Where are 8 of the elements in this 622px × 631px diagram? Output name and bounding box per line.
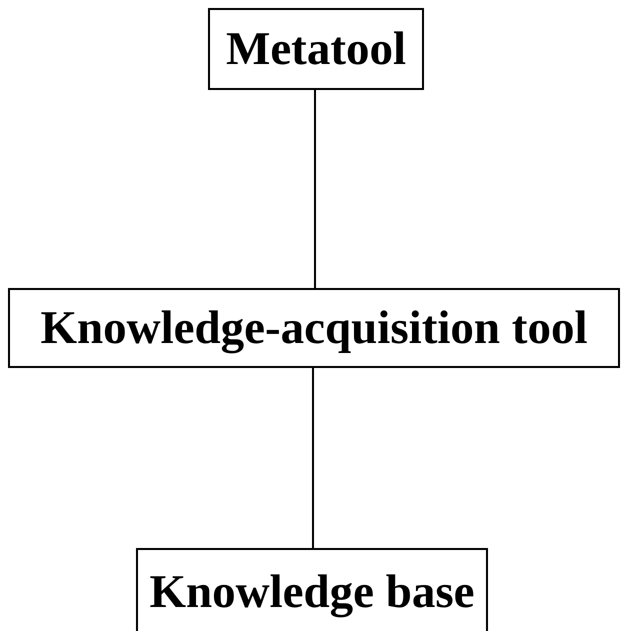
box-label: Knowledge base bbox=[149, 565, 475, 619]
connector-line bbox=[312, 368, 314, 548]
box-label: Knowledge-acquisition tool bbox=[40, 301, 588, 355]
process-box bbox=[8, 288, 620, 368]
process-box bbox=[208, 8, 424, 90]
connector-line bbox=[314, 90, 316, 288]
box-label: Metatool bbox=[226, 22, 406, 76]
process-box bbox=[136, 548, 488, 631]
